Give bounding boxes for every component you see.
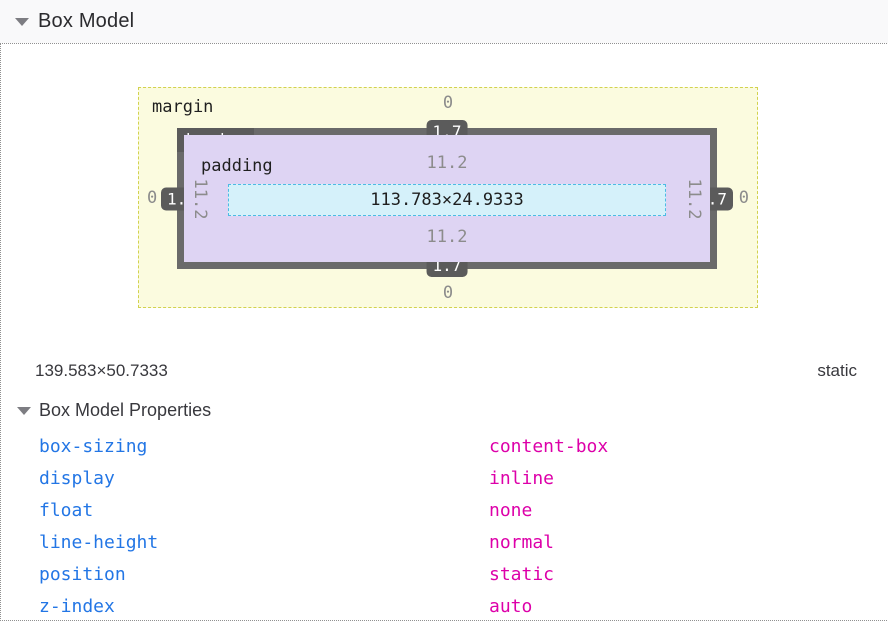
property-value: inline — [489, 467, 555, 489]
property-name: line-height — [39, 531, 159, 553]
property-name: float — [39, 499, 94, 521]
property-value: static — [489, 563, 555, 585]
box-model-panel: margin 0 0 0 0 border 1.7 1.7 1.7 1.7 pa… — [0, 43, 887, 621]
property-name: box-sizing — [39, 435, 148, 457]
panel-title: Box Model — [38, 10, 135, 32]
property-row[interactable]: line-height normal — [1, 526, 887, 558]
property-row[interactable]: z-index auto — [1, 590, 887, 622]
margin-top-value[interactable]: 0 — [442, 93, 454, 113]
collapse-arrow-icon[interactable] — [17, 406, 31, 415]
content-layer[interactable]: 113.783×24.9333 — [228, 184, 666, 216]
property-value: auto — [489, 595, 533, 617]
collapse-arrow-icon[interactable] — [15, 17, 29, 26]
padding-layer[interactable]: padding 11.2 11.2 11.2 11.2 113.783×24.9… — [184, 135, 710, 262]
padding-right-value[interactable]: 11.2 — [684, 178, 704, 219]
property-value: normal — [489, 531, 555, 553]
property-name: display — [39, 467, 115, 489]
property-value: none — [489, 499, 533, 521]
padding-left-value[interactable]: 11.2 — [190, 178, 210, 219]
element-summary-row: 139.583×50.7333 static — [35, 361, 857, 381]
property-row[interactable]: display inline — [1, 462, 887, 494]
property-row[interactable]: box-sizing content-box — [1, 430, 887, 462]
margin-bottom-value[interactable]: 0 — [442, 283, 454, 303]
property-name: position — [39, 563, 126, 585]
margin-layer[interactable]: margin 0 0 0 0 border 1.7 1.7 1.7 1.7 pa… — [138, 87, 758, 308]
border-layer[interactable]: border 1.7 1.7 1.7 1.7 padding 11.2 11.2… — [161, 120, 733, 277]
properties-list: box-sizing content-box display inline fl… — [1, 430, 887, 622]
padding-top-value[interactable]: 11.2 — [426, 153, 468, 173]
property-row[interactable]: float none — [1, 494, 887, 526]
padding-label: padding — [201, 156, 273, 176]
box-model-header[interactable]: Box Model — [0, 0, 888, 43]
padding-bottom-value[interactable]: 11.2 — [426, 227, 468, 247]
margin-label: margin — [152, 97, 214, 117]
box-model-properties-header[interactable]: Box Model Properties — [17, 400, 211, 421]
property-row[interactable]: position static — [1, 558, 887, 590]
element-position: static — [817, 361, 857, 380]
property-value: content-box — [489, 435, 609, 457]
element-size: 139.583×50.7333 — [35, 361, 168, 380]
margin-left-value[interactable]: 0 — [147, 187, 158, 208]
property-name: z-index — [39, 595, 115, 617]
properties-section-title: Box Model Properties — [39, 400, 212, 420]
content-size-value[interactable]: 113.783×24.9333 — [370, 190, 524, 210]
margin-right-value[interactable]: 0 — [738, 187, 749, 208]
